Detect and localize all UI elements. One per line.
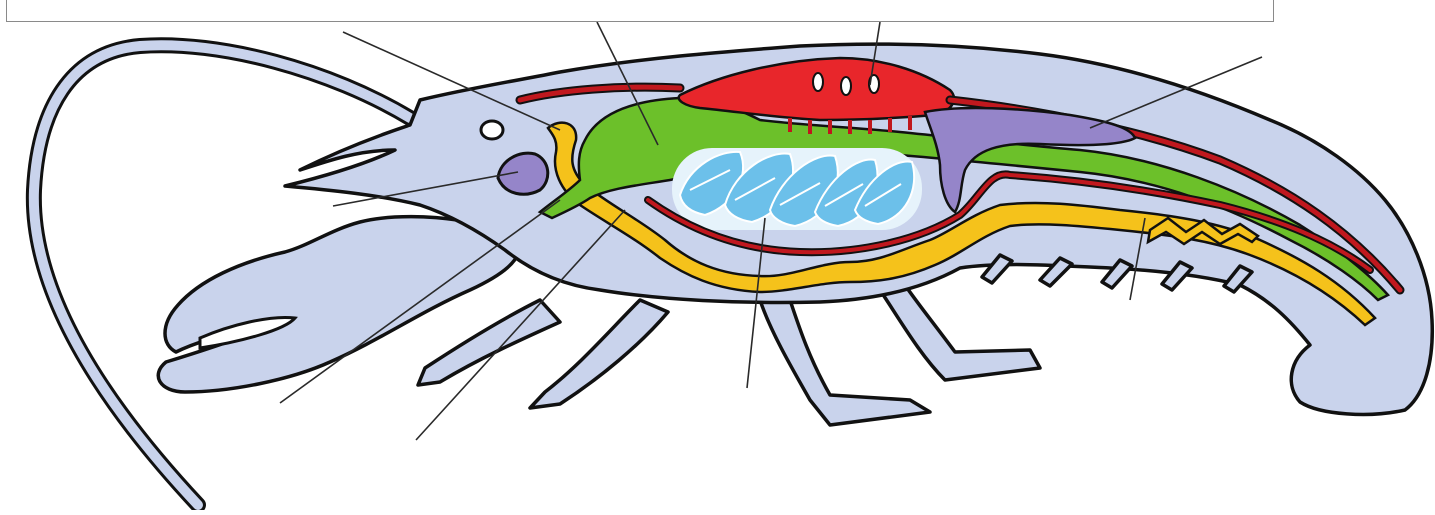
label-frame (6, 0, 1274, 22)
eye (481, 121, 503, 139)
walking-legs (418, 285, 1040, 425)
gills (672, 148, 922, 230)
